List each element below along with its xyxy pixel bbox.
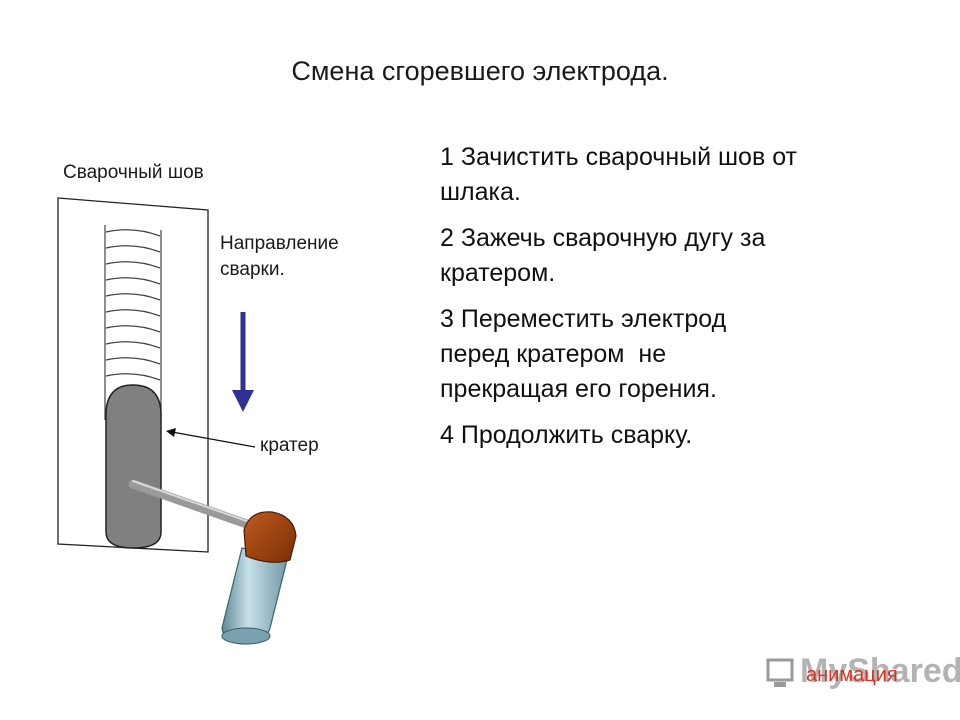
watermark-icon	[766, 658, 794, 687]
crater	[105, 384, 162, 549]
direction-label-line2: сварки.	[220, 259, 285, 280]
weld-seam-label: Сварочный шов	[63, 162, 204, 183]
seam-ripples	[105, 229, 161, 381]
electrode-rod	[128, 479, 263, 533]
step-1: 1 Зачистить сварочный шов от шлака.	[440, 143, 797, 206]
direction-label: Направление сварки.	[220, 231, 339, 283]
direction-arrow-head	[232, 390, 254, 412]
watermark: MyShared	[800, 652, 960, 690]
page-title: Смена сгоревшего электрода.	[291, 56, 669, 86]
step-2: 2 Зажечь сварочную дугу за кратером.	[440, 224, 766, 287]
direction-label-line1: Направление	[220, 233, 339, 254]
metal-plate	[57, 197, 209, 553]
crater-label: кратер	[260, 435, 319, 456]
steps-list: 1 Зачистить сварочный шов от шлака. 2 За…	[440, 140, 920, 464]
holder-tip	[243, 511, 297, 563]
crater-pointer-head	[166, 428, 176, 437]
crater-pointer-line	[171, 431, 256, 448]
animation-link[interactable]: анимация	[806, 664, 898, 686]
step-3: 3 Переместить электрод перед кратером не…	[440, 305, 727, 403]
step-4: 4 Продолжить сварку.	[440, 421, 693, 449]
